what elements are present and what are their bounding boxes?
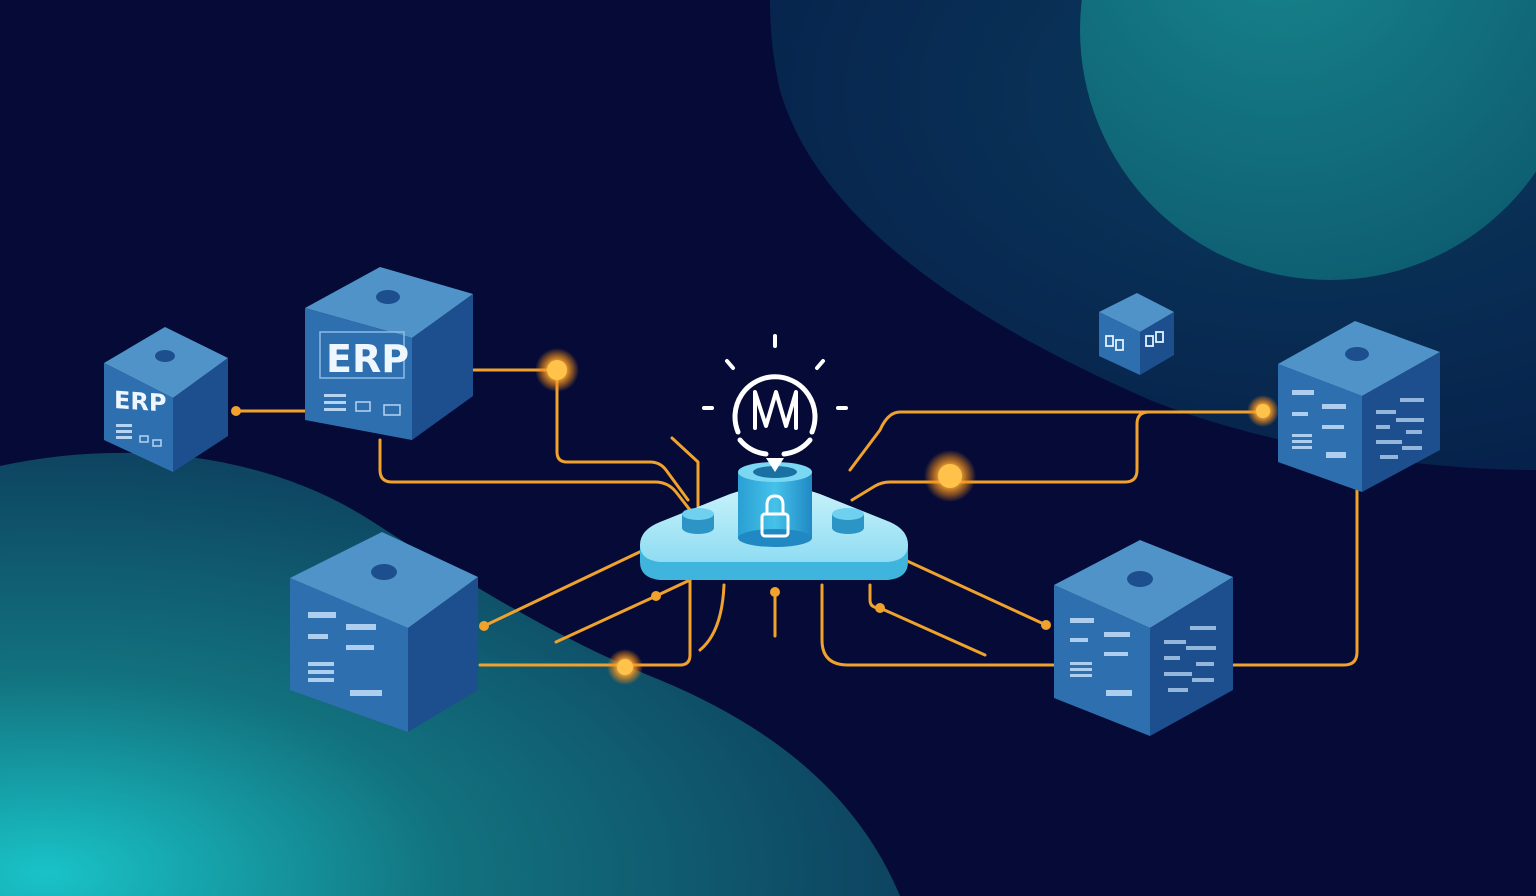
erp-label-frame: [319, 331, 405, 379]
data-cube-bottom-left: [290, 532, 478, 732]
tiny-cube-top-right: ⊡⊔ ⊡⊓: [1099, 293, 1174, 375]
erp-cube-main-label: ERP: [326, 337, 409, 381]
glow-nodes: [231, 348, 1279, 685]
erp-cube-left: ERP: [104, 327, 228, 472]
tiny-cube-label: ⊡⊔ ⊡⊓: [1103, 369, 1106, 371]
dot-bl-1: [479, 621, 489, 631]
lock-icon: [760, 494, 790, 538]
cubes: ERP ERP: [104, 267, 1440, 736]
dot-left: [231, 406, 241, 416]
dot-r-2: [875, 603, 885, 613]
erp-cube-left-label: ERP: [114, 386, 166, 418]
line-hub-right-3: [820, 583, 1057, 667]
hub-cylinder: [738, 462, 812, 547]
dot-r-1: [1041, 620, 1051, 630]
ai-logo-icon: [732, 374, 818, 457]
ai-logo-rays: [702, 334, 848, 410]
dot-hub-center: [770, 587, 780, 597]
data-cube-right: [1278, 321, 1440, 492]
line-hub-top-right: [848, 410, 1265, 472]
data-cube-bottom-right: [1054, 540, 1233, 736]
line-bottom-left-4: [698, 583, 726, 652]
line-bottom-left-1: [482, 546, 650, 628]
hub-pointer: [766, 458, 784, 472]
line-glow-down-to-hub: [555, 368, 690, 502]
line-hub-to-right-glow: [850, 410, 1151, 502]
line-main-bottom-to-hub: [378, 438, 692, 512]
top-right-circle: [1080, 0, 1536, 280]
line-bottom-left-3: [478, 578, 692, 667]
dot-bl-2: [651, 591, 661, 601]
line-hub-top-left: [670, 436, 700, 508]
line-right-cube-loop: [1230, 488, 1359, 667]
erp-cube-main: ERP: [305, 267, 473, 440]
central-hub: [640, 334, 908, 580]
database-icon: [682, 508, 714, 534]
database-icon-right: [832, 508, 864, 534]
line-hub-right-1: [903, 558, 1048, 627]
